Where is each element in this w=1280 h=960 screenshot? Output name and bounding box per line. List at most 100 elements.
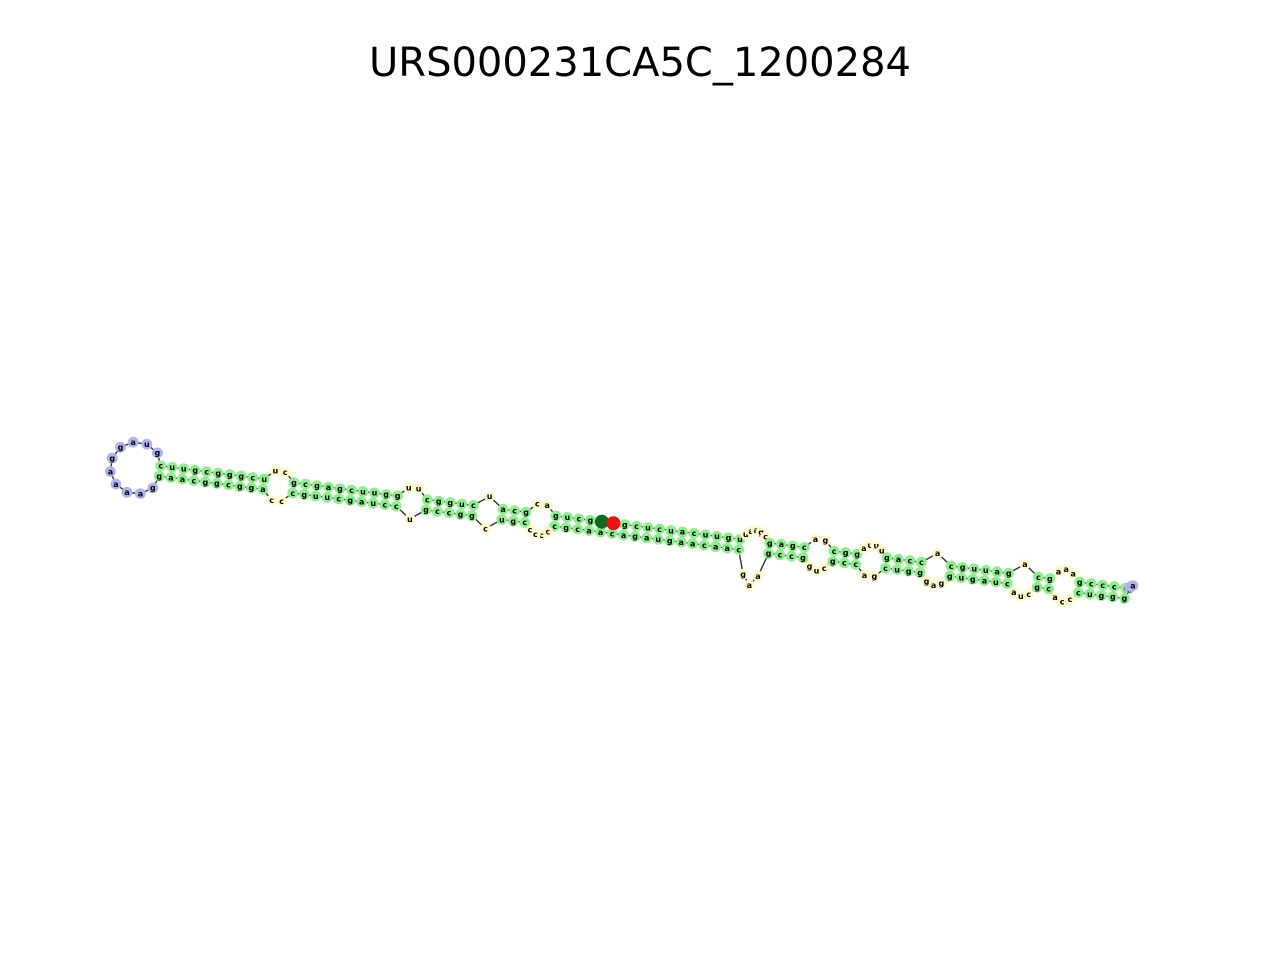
nucleotide: c <box>850 559 862 570</box>
nucleotide: c <box>688 528 700 539</box>
nucleotide-letter: a <box>755 572 760 581</box>
nucleotide-letter: c <box>533 530 538 539</box>
nucleotide: g <box>619 519 631 530</box>
nucleotide-marker <box>480 523 491 534</box>
nucleotide: u <box>357 486 369 497</box>
nucleotide: a <box>677 526 688 538</box>
nucleotide-letter: u <box>313 492 319 501</box>
nucleotide-marker <box>1002 578 1013 589</box>
nucleotide-letter: g <box>249 484 255 493</box>
nucleotide-letter: g <box>156 472 162 481</box>
nucleotide-letter: a <box>113 480 118 489</box>
nucleotide: u <box>562 512 573 523</box>
nucleotide-marker <box>1049 592 1061 603</box>
nucleotide: u <box>891 564 903 575</box>
nucleotide: g <box>234 481 246 492</box>
nucleotide: a <box>893 553 904 565</box>
nucleotide-marker <box>497 503 509 515</box>
nucleotide-marker <box>468 500 479 511</box>
nucleotide-letter: a <box>644 534 649 543</box>
nucleotide-letter: g <box>238 472 244 481</box>
nucleotide: u <box>404 513 416 525</box>
nucleotide-marker <box>1107 591 1119 603</box>
nucleotide: a <box>641 532 653 544</box>
nucleotide: a <box>165 472 177 483</box>
nucleotide-letter: u <box>867 541 873 550</box>
nucleotide-marker <box>955 572 967 584</box>
nucleotide-letter: c <box>842 559 847 568</box>
nucleotide-letter: c <box>349 486 354 495</box>
nucleotide-letter: c <box>577 515 582 524</box>
nucleotide-letter: g <box>884 554 890 563</box>
nucleotide: a <box>859 569 870 581</box>
nucleotide-marker <box>298 489 310 500</box>
nucleotide: g <box>921 575 932 587</box>
nucleotide-letter: u <box>958 574 964 583</box>
nucleotide: c <box>276 495 287 507</box>
nucleotide-marker <box>1108 581 1120 592</box>
nucleotide-letter: c <box>528 525 533 534</box>
nucleotide: g <box>334 483 346 494</box>
nucleotide-letter: g <box>237 482 243 491</box>
nucleotide-marker <box>698 539 710 551</box>
nucleotide-letter: c <box>290 489 295 498</box>
nucleotide: g <box>1096 590 1107 601</box>
nucleotide: g <box>507 515 519 527</box>
nucleotide-letter: c <box>949 562 954 571</box>
nucleotide-marker <box>764 537 776 549</box>
nucleotide-marker <box>346 484 357 496</box>
nucleotide-marker <box>618 529 629 541</box>
nucleotide: g <box>550 510 562 522</box>
nucleotide: u <box>968 563 980 575</box>
nucleotide-letter: u <box>169 463 175 472</box>
nucleotide-letter: c <box>522 518 527 527</box>
nucleotide: c <box>880 562 891 574</box>
nucleotide-letter: u <box>459 500 465 509</box>
nucleotide-marker <box>531 498 543 510</box>
nucleotide-marker <box>893 553 904 565</box>
nucleotide-letter: g <box>150 484 156 493</box>
nucleotide: u <box>178 463 190 475</box>
nucleotide-letter: c <box>303 480 308 489</box>
nucleotide-letter: a <box>713 542 718 551</box>
nucleotide-letter: c <box>692 529 697 538</box>
nucleotide-marker <box>743 579 755 591</box>
nucleotide-marker <box>234 481 246 492</box>
nucleotide-marker <box>344 494 356 506</box>
nucleotide-marker <box>664 535 676 547</box>
nucleotide-letter: c <box>435 507 440 516</box>
nucleotide: c <box>188 475 200 486</box>
nucleotide: u <box>141 438 153 450</box>
nucleotide-marker <box>859 569 870 581</box>
nucleotide-letter: a <box>168 473 173 482</box>
nucleotide-marker <box>224 469 236 480</box>
nucleotide-marker <box>288 477 300 489</box>
nucleotide: c <box>606 528 618 539</box>
nucleotide-letter: u <box>1018 592 1024 601</box>
nucleotide-marker <box>321 492 333 503</box>
nucleotide: u <box>403 482 415 494</box>
nucleotide: c <box>1033 571 1044 583</box>
nucleotide-marker <box>311 480 323 491</box>
nucleotide: u <box>166 461 178 473</box>
nucleotide-letter: g <box>588 516 594 525</box>
nucleotide-marker <box>891 564 903 575</box>
nucleotide-marker <box>420 504 432 516</box>
nucleotide-letter: u <box>1087 590 1093 599</box>
nucleotide: g <box>881 552 893 564</box>
nucleotide-marker <box>432 506 443 517</box>
nucleotide-marker <box>110 478 122 490</box>
nucleotide-marker <box>721 542 733 554</box>
nucleotide-marker <box>560 522 572 534</box>
nucleotide-letter: a <box>862 571 867 580</box>
nucleotide: g <box>967 573 979 585</box>
nucleotide-marker <box>827 556 839 567</box>
nucleotide-letter: u <box>714 532 720 541</box>
nucleotide-letter: c <box>535 500 540 509</box>
nucleotide-marker <box>310 490 322 502</box>
nucleotide-letter: a <box>1063 565 1068 574</box>
nucleotide: g <box>433 495 445 507</box>
nucleotide-marker <box>456 498 468 510</box>
nucleotide-letter: g <box>347 496 353 505</box>
